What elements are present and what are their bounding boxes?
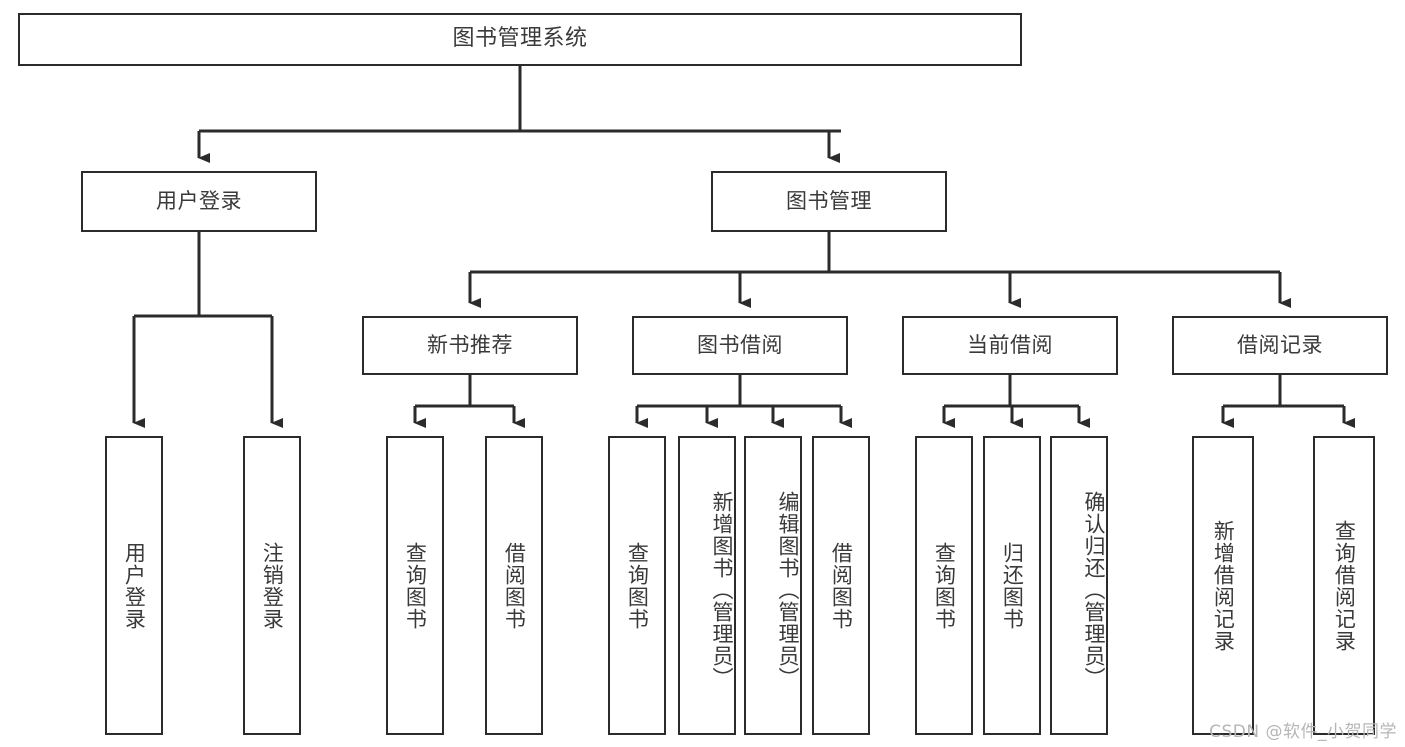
leaf-label: 用户登录: [122, 541, 147, 630]
leaf-label: 新增借阅记录: [1211, 519, 1236, 652]
leaf-label: 新增图书（管理员）: [710, 490, 734, 689]
leaf-borrow-book[interactable]: 借阅图书: [812, 436, 870, 735]
node-book-borrow[interactable]: 图书借阅: [632, 316, 848, 375]
node-new-book-recommend-label: 新书推荐: [427, 332, 513, 357]
node-borrow-record[interactable]: 借阅记录: [1172, 316, 1388, 375]
node-user-login[interactable]: 用户登录: [81, 171, 317, 232]
leaf-label: 查询图书: [932, 541, 957, 630]
leaf-label: 借阅图书: [829, 541, 854, 630]
node-user-login-label: 用户登录: [156, 188, 242, 213]
leaf-add-book-admin[interactable]: 新增图书（管理员）: [678, 436, 736, 735]
leaf-borrow-book-recommend[interactable]: 借阅图书: [485, 436, 543, 735]
leaf-label: 查询图书: [625, 541, 650, 630]
leaf-label: 查询借阅记录: [1332, 519, 1357, 652]
node-borrow-record-label: 借阅记录: [1237, 332, 1323, 357]
leaf-query-book-recommend[interactable]: 查询图书: [386, 436, 444, 735]
node-root-label: 图书管理系统: [452, 26, 588, 52]
leaf-confirm-return-admin[interactable]: 确认归还（管理员）: [1050, 436, 1108, 735]
node-book-borrow-label: 图书借阅: [697, 332, 783, 357]
leaf-add-borrow-record[interactable]: 新增借阅记录: [1192, 436, 1254, 735]
leaf-user-login[interactable]: 用户登录: [105, 436, 163, 735]
node-current-borrow[interactable]: 当前借阅: [902, 316, 1118, 375]
node-current-borrow-label: 当前借阅: [967, 332, 1053, 357]
leaf-label: 借阅图书: [502, 541, 527, 630]
leaf-label: 归还图书: [1000, 541, 1025, 630]
leaf-query-book-borrow[interactable]: 查询图书: [608, 436, 666, 735]
node-book-management[interactable]: 图书管理: [711, 171, 947, 232]
leaf-logout[interactable]: 注销登录: [243, 436, 301, 735]
leaf-return-book[interactable]: 归还图书: [983, 436, 1041, 735]
node-root-system[interactable]: 图书管理系统: [18, 13, 1022, 66]
leaf-edit-book-admin[interactable]: 编辑图书（管理员）: [744, 436, 802, 735]
leaf-query-borrow-record[interactable]: 查询借阅记录: [1313, 436, 1375, 735]
leaf-label: 查询图书: [403, 541, 428, 630]
node-new-book-recommend[interactable]: 新书推荐: [362, 316, 578, 375]
leaf-label: 注销登录: [260, 541, 285, 630]
node-book-management-label: 图书管理: [786, 188, 872, 213]
leaf-label: 编辑图书（管理员）: [776, 490, 800, 689]
leaf-label: 确认归还（管理员）: [1082, 490, 1106, 689]
leaf-query-book-current[interactable]: 查询图书: [915, 436, 973, 735]
